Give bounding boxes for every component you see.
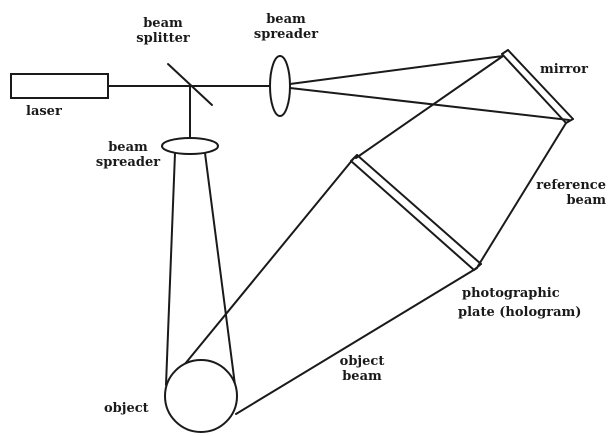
object-circle <box>165 360 237 432</box>
mirror-label: mirror <box>540 62 588 77</box>
left-beam-spreader-label: beam spreader <box>88 140 168 170</box>
top-beam-spreader-label-line-2: spreader <box>253 27 319 42</box>
photographic-plate <box>351 155 481 270</box>
laser-label: laser <box>26 104 62 119</box>
spread-beam-top <box>290 56 503 84</box>
top-beam-spreader-label: beam spreader <box>246 12 326 42</box>
top-beam-spreader-label-line-1: beam <box>266 12 306 27</box>
object-beam-label: object beam <box>322 354 402 384</box>
reference-beam <box>478 123 566 266</box>
beam-splitter-label: beam splitter <box>128 16 198 46</box>
mirror <box>502 50 573 123</box>
top-beam-spreader-lens <box>270 56 290 116</box>
reference-beam-label-line-1: reference <box>536 178 606 193</box>
beam-splitter-label-line-1: beam <box>143 16 183 31</box>
object-illumination-left <box>166 153 175 385</box>
photographic-plate-label-line-2: plate (hologram) <box>458 305 582 320</box>
object-illumination-right <box>205 153 235 385</box>
beam-splitter <box>168 64 212 105</box>
photographic-plate-label: photographic plate (hologram) <box>458 286 581 320</box>
left-beam-spreader-label-line-2: spreader <box>95 155 161 170</box>
laser-body <box>11 74 108 98</box>
object-beam-label-line-2: beam <box>342 369 382 384</box>
left-beam-spreader-label-line-1: beam <box>108 140 148 155</box>
beam-splitter-label-line-2: splitter <box>136 31 190 46</box>
photographic-plate-label-line-1: photographic <box>462 286 560 301</box>
reference-beam-label: reference beam <box>520 178 606 208</box>
object-beam-to-plate-bottom <box>236 268 477 414</box>
object-label: object <box>104 401 149 416</box>
object-beam-label-line-1: object <box>339 354 385 369</box>
reference-beam-label-line-2: beam <box>566 193 606 208</box>
mirror-to-plate-top <box>356 56 503 158</box>
spread-beam-bottom <box>290 88 569 120</box>
object-beam-to-plate-top <box>180 158 354 370</box>
left-beam-spreader-lens <box>162 138 218 154</box>
